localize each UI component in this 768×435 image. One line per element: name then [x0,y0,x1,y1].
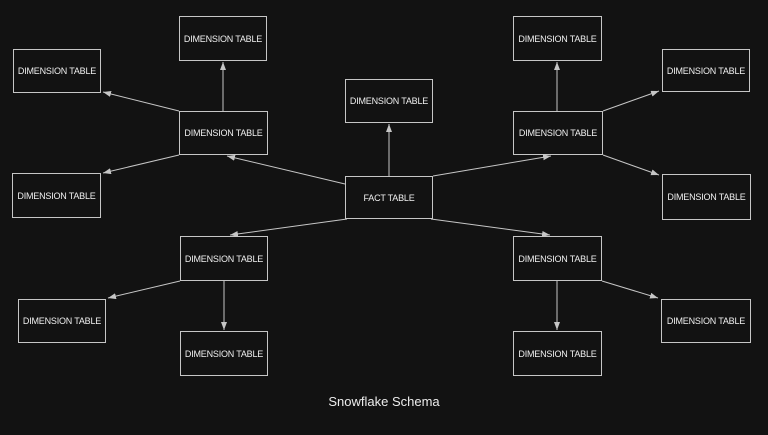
node-label: DIMENSION TABLE [518,253,597,264]
node-label: DIMENSION TABLE [349,96,429,106]
edge-dim-sw-hub-to-dim-sw-left [107,280,181,300]
edge-dim-ne-hub-to-dim-ne-lower [602,154,660,176]
dimension-table-node[interactable]: DIMENSION TABLE [513,111,603,155]
node-label: DIMENSION TABLE [518,348,597,359]
node-label: DIMENSION TABLE [17,66,97,76]
fact-table-node[interactable]: FACT TABLE [345,176,433,219]
dimension-table-node[interactable]: DIMENSION TABLE [18,299,106,343]
dimension-table-node[interactable]: DIMENSION TABLE [513,16,602,61]
node-label: DIMENSION TABLE [184,253,264,264]
edge-fact-to-dim-nw-hub [226,154,346,185]
node-label: FACT TABLE [363,192,415,203]
edge-dim-se-hub-to-dim-se-right [601,280,659,299]
node-label: DIMENSION TABLE [518,33,597,44]
dimension-table-node[interactable]: DIMENSION TABLE [513,331,602,376]
edge-dim-nw-hub-to-dim-nw-upper [102,91,180,112]
dimension-table-node[interactable]: DIMENSION TABLE [662,174,751,220]
node-label: DIMENSION TABLE [518,128,598,138]
edge-fact-to-dim-ne-hub [432,154,552,177]
dimension-table-node[interactable]: DIMENSION TABLE [12,173,101,218]
node-label: DIMENSION TABLE [666,65,746,76]
edge-dim-nw-hub-to-dim-nw-lower [102,154,180,175]
dimension-table-node[interactable]: DIMENSION TABLE [179,111,268,155]
dimension-table-node[interactable]: DIMENSION TABLE [179,16,267,61]
dimension-table-node[interactable]: DIMENSION TABLE [180,236,268,281]
dimension-table-node[interactable]: DIMENSION TABLE [662,49,750,92]
node-label: DIMENSION TABLE [183,33,263,44]
edge-fact-to-dim-se-hub [430,218,551,237]
dimension-table-node[interactable]: DIMENSION TABLE [180,331,268,376]
edge-dim-ne-hub-to-dim-ne-upper [602,90,660,112]
node-label: DIMENSION TABLE [667,192,746,202]
dimension-table-node[interactable]: DIMENSION TABLE [661,299,751,343]
dimension-table-node[interactable]: DIMENSION TABLE [513,236,602,281]
edge-fact-to-dim-sw-hub [229,218,348,237]
node-label: DIMENSION TABLE [17,190,96,201]
diagram-title: Snowflake Schema [328,394,440,409]
node-label: DIMENSION TABLE [22,316,102,326]
node-label: DIMENSION TABLE [184,128,263,138]
node-label: DIMENSION TABLE [666,316,746,326]
dimension-table-node[interactable]: DIMENSION TABLE [13,49,101,93]
dimension-table-node[interactable]: DIMENSION TABLE [345,79,433,123]
node-label: DIMENSION TABLE [184,348,264,359]
